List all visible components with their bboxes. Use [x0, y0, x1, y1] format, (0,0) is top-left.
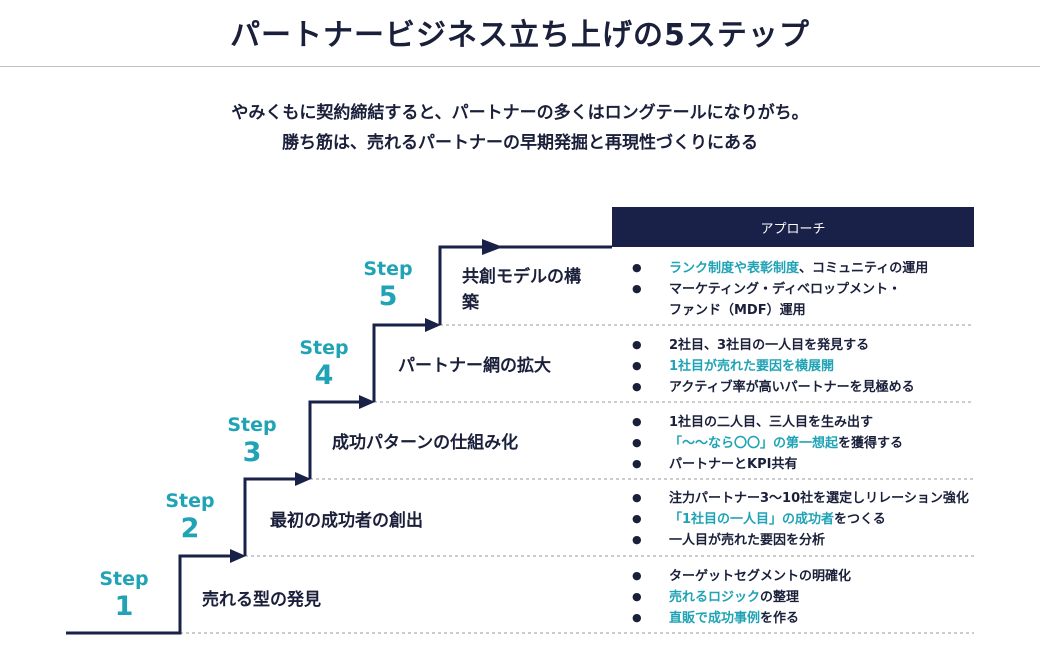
- approach-item: 1社目が売れた要因を横展開: [669, 358, 834, 376]
- bullet-dot: ●: [632, 436, 642, 449]
- bullet-dot: ●: [632, 590, 642, 603]
- bullet-dot: ●: [632, 457, 642, 470]
- approach-item: ターゲットセグメントの明確化: [669, 568, 851, 586]
- stage-title-2: 最初の成功者の創出: [270, 511, 423, 531]
- item-text: 2社目、3社目の一人目を発見する: [669, 338, 870, 353]
- approach-item: アクティブ率が高いパートナーを見極める: [669, 379, 915, 397]
- stage-title-1: 売れる型の発見: [202, 590, 321, 610]
- step-word: Step: [99, 568, 149, 590]
- step-label-5: Step 5: [358, 258, 418, 314]
- bullet-dot: ●: [632, 415, 642, 428]
- item-text: ファンド（MDF）運用: [669, 303, 806, 318]
- bullet-dot: ●: [632, 261, 642, 274]
- approach-item: 注力パートナー3～10社を選定しリレーション強化: [669, 490, 969, 508]
- stage-title-5-line-2: 築: [462, 293, 479, 313]
- step-word: Step: [165, 490, 215, 512]
- row-dividers: [180, 324, 974, 634]
- approach-item: パートナーとKPI共有: [669, 456, 797, 474]
- arrowhead-top: [482, 239, 503, 255]
- item-text: アクティブ率が高いパートナーを見極める: [669, 380, 915, 395]
- arrowhead-5: [425, 318, 441, 332]
- stage-title-4: パートナー網の拡大: [398, 356, 551, 376]
- item-text: を作る: [760, 611, 800, 626]
- stage-title-5: 共創モデルの構 築: [462, 264, 581, 316]
- step-number: 3: [242, 437, 262, 468]
- highlight-text: 1社目が売れた要因を横展開: [669, 359, 835, 374]
- item-text: の整理: [760, 590, 800, 605]
- approach-item: 売れるロジックの整理: [669, 589, 799, 607]
- bullet-dot: ●: [632, 338, 642, 351]
- approach-item: 2社目、3社目の一人目を発見する: [669, 337, 869, 355]
- stage-title-3: 成功パターンの仕組み化: [332, 433, 519, 453]
- item-text: 注力パートナー3～10社を選定しリレーション強化: [669, 491, 969, 506]
- item-text: ターゲットセグメントの明確化: [669, 569, 852, 584]
- approach-item: 一人目が売れた要因を分析: [669, 532, 825, 550]
- title-divider: [0, 66, 1040, 67]
- stage-title-5-line-1: 共創モデルの構: [462, 267, 581, 287]
- approach-item: 「～～なら〇〇」の第一想起を獲得する: [669, 435, 903, 453]
- step-label-4: Step 4: [294, 337, 354, 393]
- arrowhead-3: [295, 472, 311, 486]
- page-title: パートナービジネス立ち上げの5ステップ: [230, 18, 810, 53]
- bullet-dot: ●: [632, 611, 642, 624]
- approach-item: 1社目の二人目、三人目を生み出す: [669, 414, 873, 432]
- stair-path: [66, 245, 612, 635]
- item-text: 、コミュニティの運用: [799, 261, 929, 276]
- stair-line: [66, 245, 612, 635]
- item-text: を獲得する: [838, 436, 904, 451]
- approach-item: マーケティング・ディベロップメント・: [669, 281, 901, 299]
- stair-arrowheads: [230, 239, 503, 563]
- highlight-text: ランク制度や表彰制度: [669, 261, 800, 276]
- bullet-dot: ●: [632, 380, 642, 393]
- item-text: パートナーとKPI共有: [669, 457, 798, 472]
- highlight-text: 売れるロジック: [669, 590, 761, 605]
- subtitle-line-1: やみくもに契約締結すると、パートナーの多くはロングテールになりがち。: [231, 103, 809, 123]
- step-label-1: Step 1: [94, 568, 154, 624]
- approach-item: 直販で成功事例を作る: [669, 610, 799, 628]
- item-text: マーケティング・ディベロップメント・: [669, 282, 902, 297]
- step-label-2: Step 2: [160, 490, 220, 546]
- step-word: Step: [363, 258, 413, 280]
- step-number: 1: [114, 591, 134, 622]
- bullet-dot: ●: [632, 533, 642, 546]
- subtitle: やみくもに契約締結すると、パートナーの多くはロングテールになりがち。 勝ち筋は、…: [0, 98, 1040, 158]
- bullet-dot: ●: [632, 569, 642, 582]
- bullet-dot: ●: [632, 491, 642, 504]
- item-text: をつくる: [834, 512, 886, 527]
- step-number: 2: [180, 513, 200, 544]
- arrowhead-4: [359, 395, 375, 409]
- bullet-dot: ●: [632, 512, 642, 525]
- bullet-dot: ●: [632, 282, 642, 295]
- step-word: Step: [299, 337, 349, 359]
- step-number: 4: [314, 360, 334, 391]
- item-text: 1社目の二人目、三人目を生み出す: [669, 415, 874, 430]
- approach-item: ファンド（MDF）運用: [669, 302, 806, 320]
- subtitle-line-2: 勝ち筋は、売れるパートナーの早期発掘と再現性づくりにある: [282, 133, 758, 153]
- step-label-3: Step 3: [222, 414, 282, 470]
- item-text: 一人目が売れた要因を分析: [669, 533, 826, 548]
- bullet-dot: ●: [632, 359, 642, 372]
- highlight-text: 直販で成功事例: [669, 611, 761, 626]
- step-word: Step: [227, 414, 277, 436]
- highlight-text: 「1社目の一人目」の成功者: [669, 512, 835, 527]
- step-number: 5: [378, 281, 398, 312]
- highlight-text: 「～～なら〇〇」の第一想起: [669, 436, 839, 451]
- approach-item: 「1社目の一人目」の成功者をつくる: [669, 511, 886, 529]
- approach-item: ランク制度や表彰制度、コミュニティの運用: [669, 260, 928, 278]
- arrowhead-2: [230, 549, 246, 563]
- approach-header: アプローチ: [612, 207, 974, 247]
